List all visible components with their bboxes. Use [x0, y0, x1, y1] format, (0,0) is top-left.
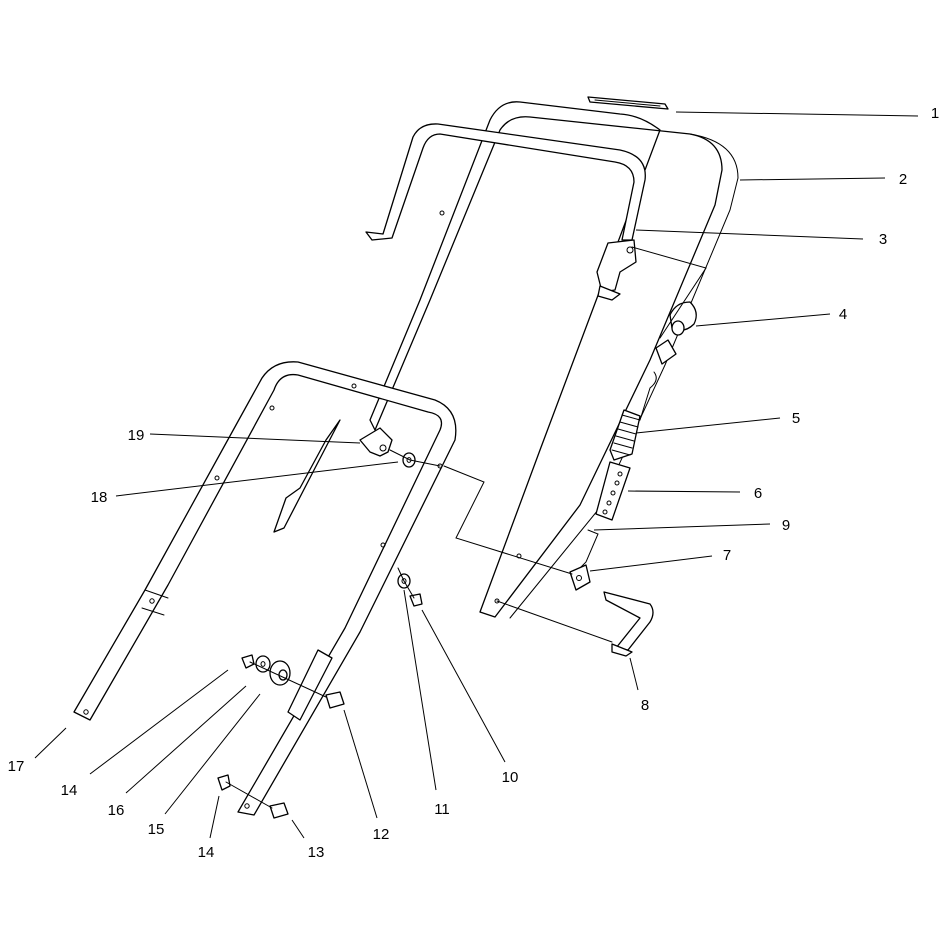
callout-numbers: 1 2 3 4 5 6 9 7 8 19 18 17 14 16 15 14 1… — [8, 105, 940, 861]
spring — [609, 371, 657, 461]
bail-lever — [365, 123, 646, 301]
callout-15: 15 — [148, 821, 165, 838]
control-bracket — [569, 564, 591, 591]
callout-2: 2 — [899, 171, 907, 188]
callout-9: 9 — [782, 517, 790, 534]
callout-8: 8 — [641, 697, 649, 714]
knob-15 — [269, 660, 291, 686]
lower-handle — [73, 361, 457, 816]
handle-knob — [359, 427, 393, 457]
upper-handle — [369, 101, 739, 619]
callout-13: 13 — [308, 844, 325, 861]
callout-18: 18 — [91, 489, 108, 506]
leader-lines — [34, 111, 919, 839]
callout-3: 3 — [879, 231, 887, 248]
washer-16 — [255, 655, 271, 673]
callout-6: 6 — [754, 485, 762, 502]
bolt-10 — [409, 593, 423, 607]
bolt-12 — [325, 691, 345, 709]
bolt-13 — [269, 802, 289, 819]
control-rod — [603, 591, 654, 657]
assembly-lines — [225, 246, 707, 809]
callout-4: 4 — [839, 306, 847, 323]
callout-12: 12 — [373, 826, 390, 843]
callout-19: 19 — [128, 427, 145, 444]
adjuster-link — [595, 461, 631, 521]
callout-1: 1 — [931, 105, 939, 122]
callout-5: 5 — [792, 410, 800, 427]
callout-11: 11 — [434, 801, 450, 818]
nut-14-upper — [241, 654, 255, 669]
callout-10: 10 — [502, 769, 519, 786]
callout-16: 16 — [108, 802, 125, 819]
cable-end-caps — [655, 301, 697, 365]
decal — [587, 96, 669, 110]
nut-14-lower — [217, 774, 231, 791]
callout-17: 17 — [8, 758, 25, 775]
callout-14-lower: 14 — [198, 844, 215, 861]
cable-clip — [577, 529, 599, 571]
callout-14-upper: 14 — [61, 782, 78, 799]
callout-7: 7 — [723, 547, 731, 564]
